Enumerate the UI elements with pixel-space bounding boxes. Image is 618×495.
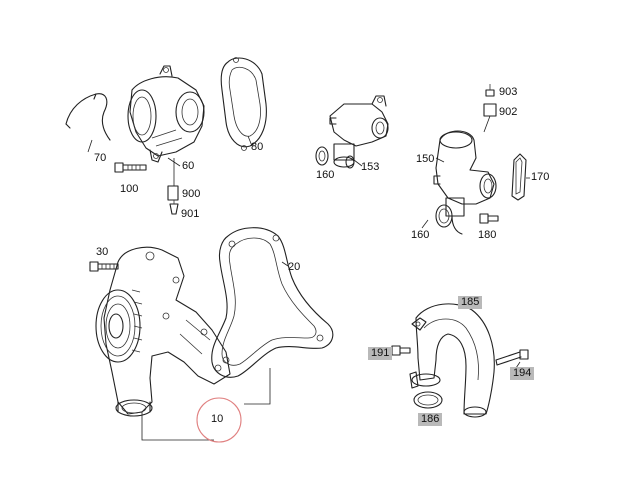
callout-185: 185 xyxy=(458,296,483,309)
part-160-o-ring-lower xyxy=(421,204,453,229)
part-153-fitting xyxy=(315,95,389,169)
part-150-housing xyxy=(433,130,497,235)
callout-900: 900 xyxy=(182,188,201,200)
callout-901: 901 xyxy=(181,208,200,220)
callout-170: 170 xyxy=(531,171,550,183)
part-20-pump-gasket xyxy=(211,227,334,378)
part-30-bolt xyxy=(89,261,119,272)
callout-150: 150 xyxy=(416,153,435,165)
callout-70: 70 xyxy=(94,152,107,164)
callout-30: 30 xyxy=(96,246,109,258)
part-80-gasket xyxy=(220,57,267,151)
callout-100: 100 xyxy=(120,183,139,195)
part-170-clip xyxy=(511,153,530,201)
part-10-water-pump xyxy=(95,246,231,417)
part-185-pipe xyxy=(409,302,495,418)
part-194-bolt xyxy=(495,349,529,369)
callout-160-upper: 160 xyxy=(316,169,335,181)
callout-902: 902 xyxy=(499,106,518,118)
part-180-bolt xyxy=(479,213,499,224)
callout-160-lower: 160 xyxy=(411,229,430,241)
callout-60: 60 xyxy=(182,160,195,172)
part-186-o-ring xyxy=(413,391,443,409)
part-10-highlight-circle xyxy=(196,397,242,443)
part-10-leader-lines xyxy=(141,368,271,441)
callout-20: 20 xyxy=(288,261,301,273)
callout-903: 903 xyxy=(499,86,518,98)
callout-186: 186 xyxy=(418,413,443,426)
part-902-903-sensor xyxy=(483,84,497,133)
part-70-clip xyxy=(65,93,111,153)
part-60-thermostat-housing xyxy=(127,65,205,167)
callout-153: 153 xyxy=(361,161,380,173)
callout-80: 80 xyxy=(251,141,264,153)
part-191-bolt xyxy=(391,345,411,356)
part-900-901-sensor xyxy=(167,158,179,215)
callout-10: 10 xyxy=(211,413,224,425)
callout-191: 191 xyxy=(368,347,393,360)
callout-194: 194 xyxy=(510,367,535,380)
callout-180: 180 xyxy=(478,229,497,241)
part-100-bolt xyxy=(114,162,147,173)
